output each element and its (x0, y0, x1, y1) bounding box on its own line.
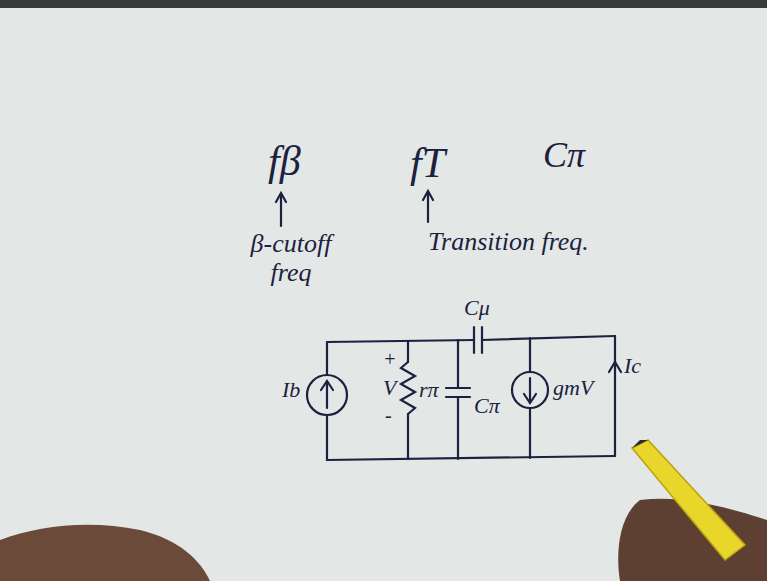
signal-name: gmV (553, 376, 593, 400)
wire (327, 340, 474, 342)
wire (614, 336, 616, 456)
source-arrow (529, 378, 531, 401)
wire (529, 408, 531, 458)
capacitor-plate (481, 327, 483, 353)
capacitor-plate (473, 327, 475, 353)
arrow-head (276, 193, 286, 202)
component-label: Cπ (474, 394, 500, 418)
signal-name: V (383, 376, 396, 400)
annotation: Transition freq. (428, 228, 589, 257)
wire (457, 397, 459, 459)
polarity-mark: + (383, 348, 397, 370)
pointer-arrow (427, 192, 429, 222)
wire (457, 340, 459, 388)
resistor-symbol (401, 362, 415, 414)
arrow-head (321, 381, 333, 390)
wire (529, 338, 531, 372)
current-source (512, 372, 548, 408)
top-edge (0, 0, 767, 8)
frequency-symbol: fβ (268, 138, 301, 184)
pointer-arrow (280, 194, 282, 226)
capacitance-symbol: Cπ (543, 136, 585, 176)
marker (632, 440, 745, 560)
component-label: rπ (419, 378, 439, 402)
hand (0, 525, 210, 581)
signal-name: Ic (624, 354, 641, 378)
polarity-mark: - (385, 404, 392, 426)
frequency-symbol: fT (410, 140, 445, 186)
capacitor-plate (446, 387, 470, 389)
marker-tip (632, 440, 648, 448)
wire (326, 415, 328, 460)
annotation: β-cutoff freq (232, 230, 350, 287)
signal-name: Ib (282, 378, 300, 402)
arrow-head (423, 191, 433, 200)
current-source (307, 375, 347, 415)
wire (407, 341, 409, 362)
wire (327, 456, 615, 460)
wire (326, 342, 328, 375)
arrow-head (609, 362, 621, 372)
wire (482, 336, 615, 340)
source-arrow (326, 383, 328, 408)
arrow-head (524, 394, 536, 403)
component-label: Cμ (464, 296, 490, 320)
wire (407, 414, 409, 459)
